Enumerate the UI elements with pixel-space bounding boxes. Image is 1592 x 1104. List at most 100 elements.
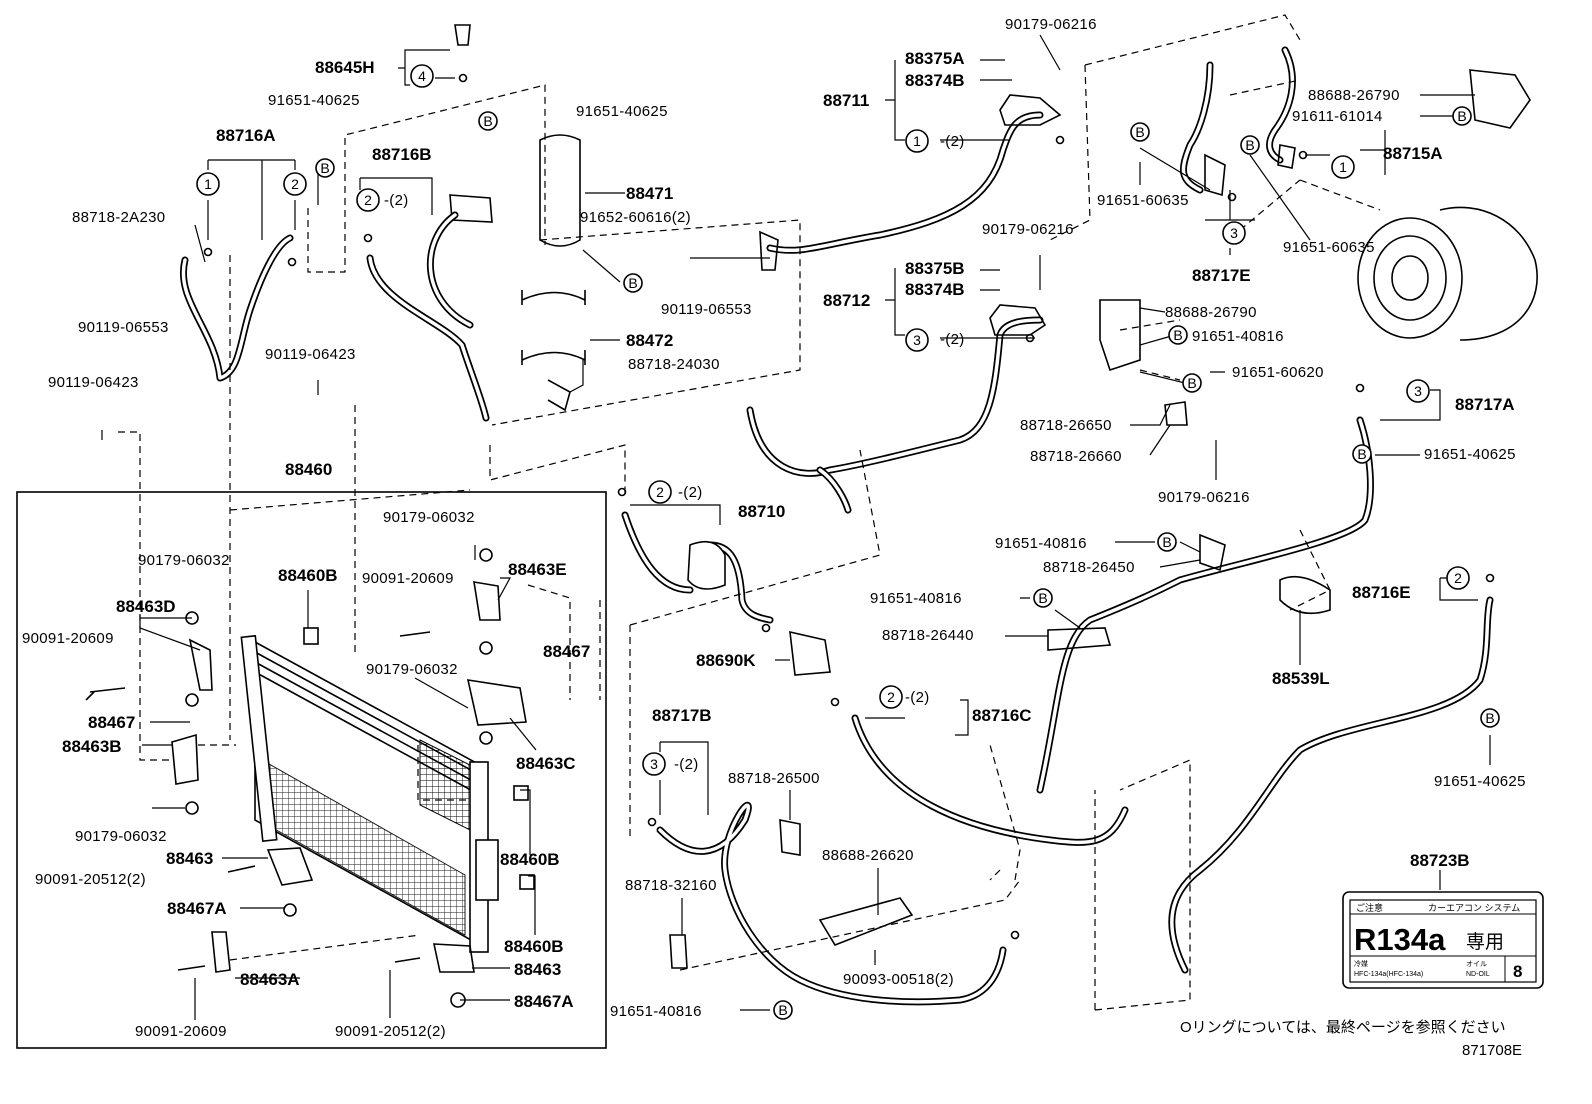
callout-88460b-b: 88460B [500,850,560,869]
svg-text:1: 1 [913,133,921,149]
callout-88374b-b: 88374B [905,280,965,299]
callout-88718-26660: 88718-26660 [1030,448,1122,465]
svg-text:B: B [1162,534,1171,550]
o-rings [203,73,1495,940]
marker-b: B [478,111,498,131]
condenser-brackets [85,548,535,1008]
callout-88718-32160: 88718-32160 [625,877,717,894]
callout-91651-40625-a: 91651-40625 [268,92,360,109]
callout-90091-20609-a: 90091-20609 [362,570,454,587]
callout-88718-26500: 88718-26500 [728,770,820,787]
marker-b: B [1033,588,1053,608]
callout-91611-61014: 91611-61014 [1292,108,1383,125]
misc-parts [669,94,1331,969]
svg-text:B: B [320,160,329,176]
callout-88718-26450: 88718-26450 [1043,559,1135,576]
label-main: R134a [1354,922,1446,957]
callout-91651-40816-c: 91651-40816 [870,590,962,607]
marker-b: B [1452,106,1472,126]
pipework [179,46,1494,1006]
callout-88375b: 88375B [905,259,965,278]
marker-1: 1 [905,129,929,153]
callout-88463d: 88463D [116,597,176,616]
label-main-suffix: 専用 [1466,931,1504,953]
marker-b: B [1182,373,1202,393]
callout-88460b-a: 88460B [278,566,338,585]
callout-88375a: 88375A [905,49,965,68]
qty-mark: -(2) [905,689,930,706]
callout-91651-40625-b: 91651-40625 [576,103,668,120]
callout-90119-06423-b: 90119-06423 [48,374,139,391]
callout-88688-26790-a: 88688-26790 [1308,87,1400,104]
marker-2: 2 [283,172,307,196]
marker-2: 2 [356,188,380,212]
callout-88718-24030: 88718-24030 [628,356,720,373]
svg-text:B: B [1457,108,1466,124]
circled-markers: 4 B 1 2 B 2 B 1 B B 1 B 3 3 B B 3 B 2 B … [196,64,1500,1020]
callout-90093-00518: 90093-00518(2) [843,971,954,988]
marker-3: 3 [1222,221,1246,245]
callout-88711: 88711 [823,91,869,110]
qty-mark: -(2) [940,133,965,150]
callout-88717e: 88717E [1192,266,1251,285]
callout-88717b: 88717B [652,706,712,725]
callout-88688-26790-b: 88688-26790 [1165,304,1257,321]
condenser-assembly-frame [16,491,607,1049]
marker-b: B [1130,122,1150,142]
marker-b: B [773,1000,793,1020]
receiver-drier [449,24,586,412]
label-header-mid: カーエアコン システム [1428,903,1520,913]
callout-90179-06216-c: 90179-06216 [1158,489,1250,506]
callout-88467-b: 88467 [88,713,135,732]
callout-88463-a: 88463 [166,849,213,868]
marker-b: B [1352,444,1372,464]
callout-91651-40816-a: 91651-40816 [1192,328,1284,345]
svg-text:B: B [778,1002,787,1018]
callout-88718-26440: 88718-26440 [882,627,974,644]
callout-90179-06032-a: 90179-06032 [383,509,475,526]
callout-88718-26650: 88718-26650 [1020,417,1112,434]
marker-3: 3 [905,328,929,352]
callout-88716a: 88716A [216,126,276,145]
qty-mark: -(2) [384,192,409,209]
svg-text:2: 2 [291,176,299,192]
callout-88460: 88460 [285,460,332,479]
callout-88467-a: 88467 [543,642,590,661]
svg-text:4: 4 [418,68,426,84]
callout-88710: 88710 [738,502,785,521]
callout-88471: 88471 [626,184,673,203]
callout-91651-60635-b: 91651-60635 [1283,239,1375,256]
callout-91651-60620: 91651-60620 [1232,364,1324,381]
svg-text:B: B [1038,590,1047,606]
label-small-right-bottom: ND-OIL [1466,971,1490,978]
diagram-code: 871708E [1462,1042,1522,1059]
qty-mark: -(2) [940,331,965,348]
qty-mark: -(2) [678,484,703,501]
callout-88645h: 88645H [315,58,375,77]
svg-text:B: B [1135,124,1144,140]
callout-88467a-b: 88467A [514,992,574,1011]
marker-2: 2 [1446,566,1470,590]
callout-90091-20609-b: 90091-20609 [22,630,114,647]
callout-88472: 88472 [626,331,673,350]
callout-88374b-a: 88374B [905,71,965,90]
qty-mark: -(2) [674,756,699,773]
svg-text:3: 3 [650,756,658,772]
callout-88716e: 88716E [1352,583,1411,602]
callout-88712: 88712 [823,291,870,310]
label-small-left-bottom: HFC-134a(HFC-134a) [1354,971,1423,978]
callout-88467a-a: 88467A [167,899,227,918]
svg-text:2: 2 [1454,570,1462,586]
callout-88463c: 88463C [516,754,576,773]
svg-text:2: 2 [656,484,664,500]
callout-88690k: 88690K [696,651,756,670]
svg-text:2: 2 [364,192,372,208]
label-small-right-top: オイル [1466,960,1487,968]
callout-labels: 88645H 91651-40625 88716A 91651-40625 88… [22,16,1525,1040]
callout-90119-06423-a: 90119-06423 [265,346,356,363]
svg-text:3: 3 [1414,383,1422,399]
condenser-core [240,634,499,953]
marker-b: B [315,158,335,178]
callout-88463a: 88463A [240,970,300,989]
